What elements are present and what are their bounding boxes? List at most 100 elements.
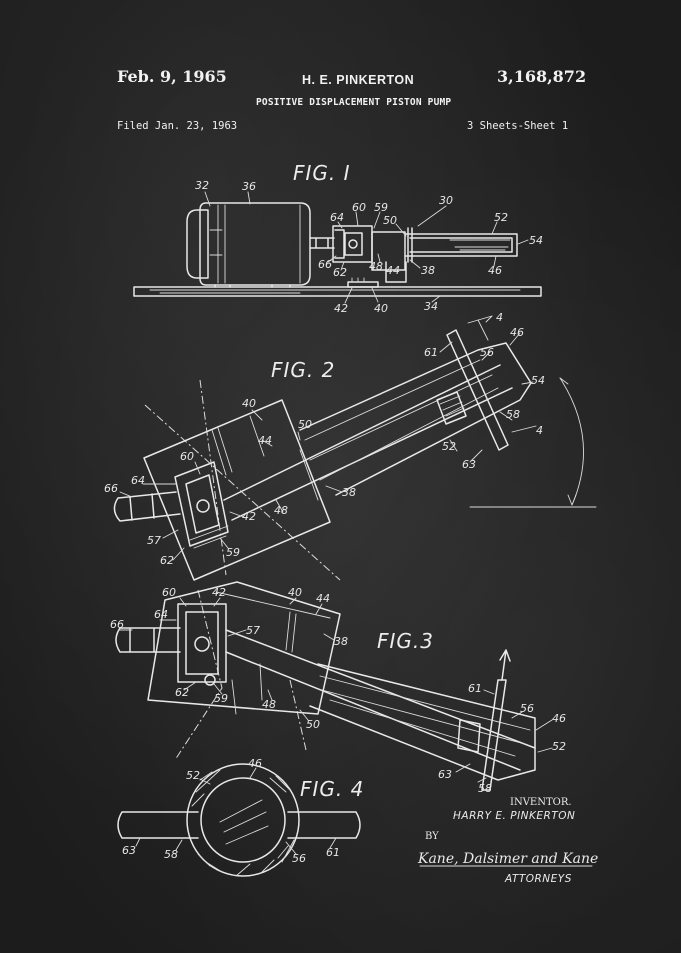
ref-52: 52 <box>442 440 456 453</box>
ref-54: 54 <box>531 374 545 387</box>
ref-38: 38 <box>342 486 356 499</box>
ref-42: 42 <box>212 586 226 599</box>
ref-60: 60 <box>180 450 194 463</box>
ref-61: 61 <box>468 682 482 695</box>
figure-3: FIG.3 60 42 40 44 64 66 57 38 62 59 <box>110 581 566 795</box>
ref-42: 42 <box>334 302 348 315</box>
figure-4-label: FIG. 4 <box>300 777 364 801</box>
ref-34: 34 <box>424 300 438 313</box>
figure-3-label: FIG.3 <box>377 629 434 653</box>
ref-46: 46 <box>552 712 566 725</box>
inventor-full-name: HARRY E. PINKERTON <box>453 810 575 822</box>
ref-42: 42 <box>242 510 256 523</box>
center-line <box>144 404 341 581</box>
ref-50: 50 <box>383 214 397 227</box>
ref-38: 38 <box>421 264 435 277</box>
ref-44: 44 <box>386 264 400 277</box>
figure-4: FIG. 4 52 46 63 58 56 61 <box>117 757 364 877</box>
cross-pin-3 <box>481 679 507 791</box>
ref-44: 44 <box>316 592 330 605</box>
ref-40: 40 <box>288 586 302 599</box>
ref-52: 52 <box>186 769 200 782</box>
ref-46: 46 <box>488 264 502 277</box>
cylinder <box>404 233 518 257</box>
ref-54: 54 <box>529 234 543 247</box>
housing <box>371 231 406 271</box>
cylinder-tube-3 <box>309 663 536 781</box>
ref-52: 52 <box>494 211 508 224</box>
ref-59: 59 <box>214 692 228 705</box>
ref-59: 59 <box>226 546 240 559</box>
figure-1-label: FIG. I <box>293 161 351 185</box>
cylinder-tube <box>299 342 532 496</box>
ref-40: 40 <box>242 397 256 410</box>
ref-61: 61 <box>326 846 340 859</box>
ref-62: 62 <box>175 686 189 699</box>
ref-50: 50 <box>298 418 312 431</box>
signature-block: INVENTOR. HARRY E. PINKERTON BY Kane, Da… <box>417 797 598 885</box>
ref-58: 58 <box>478 782 492 795</box>
motor-endcap <box>186 209 209 279</box>
ref-30: 30 <box>439 194 453 207</box>
ref-66: 66 <box>110 618 124 631</box>
ref-57: 57 <box>147 534 161 547</box>
sheet-count: 3 Sheets-Sheet 1 <box>467 120 569 132</box>
ref-56: 56 <box>520 702 534 715</box>
motor-body <box>199 202 311 286</box>
ref-64: 64 <box>154 608 168 621</box>
base-plate <box>133 286 542 297</box>
pump-housing <box>143 399 331 581</box>
tube-inner <box>200 777 286 863</box>
patent-number: 3,168,872 <box>497 67 587 86</box>
ref-4-bottom: 4 <box>536 424 543 437</box>
ref-56: 56 <box>480 346 494 359</box>
ref-48: 48 <box>369 260 383 273</box>
cylinder-body <box>223 364 513 521</box>
figure-1: FIG. I 32 36 64 60 59 50 30 <box>133 161 543 315</box>
ref-61: 61 <box>424 346 438 359</box>
ref-4-top: 4 <box>496 311 503 324</box>
ref-46: 46 <box>510 326 524 339</box>
tube-outer <box>186 763 300 877</box>
angle-arc <box>559 377 584 506</box>
figure-2-label: FIG. 2 <box>271 358 335 382</box>
attorneys-label: ATTORNEYS <box>504 873 572 885</box>
attorney-signature: Kane, Dalsimer and Kane <box>417 851 598 867</box>
crosshead-3 <box>177 603 227 683</box>
ref-46: 46 <box>248 757 262 770</box>
patent-date: Feb. 9, 1965 <box>117 67 227 86</box>
ref-66: 66 <box>104 482 118 495</box>
crosshead-block <box>332 225 373 263</box>
ref-52: 52 <box>552 740 566 753</box>
ref-60: 60 <box>162 586 176 599</box>
ref-40: 40 <box>374 302 388 315</box>
ref-62: 62 <box>160 554 174 567</box>
ref-58: 58 <box>506 408 520 421</box>
ref-64: 64 <box>131 474 145 487</box>
filed-date: Filed Jan. 23, 1963 <box>117 120 238 132</box>
inventor-header: H. E. PINKERTON <box>302 73 415 87</box>
ref-58: 58 <box>164 848 178 861</box>
patent-title: POSITIVE DISPLACEMENT PISTON PUMP <box>256 97 452 108</box>
ref-62: 62 <box>333 266 347 279</box>
inventor-label: INVENTOR. <box>510 797 572 808</box>
ref-60: 60 <box>352 201 366 214</box>
pump-housing-3 <box>147 581 341 715</box>
by-label: BY <box>425 831 439 842</box>
ref-63: 63 <box>438 768 452 781</box>
cross-pin <box>446 329 509 451</box>
ref-50: 50 <box>306 718 320 731</box>
ref-64: 64 <box>330 211 344 224</box>
ref-44: 44 <box>258 434 272 447</box>
ref-38: 38 <box>334 635 348 648</box>
pin-right <box>287 811 361 839</box>
ref-57: 57 <box>246 624 260 637</box>
ref-59: 59 <box>374 201 388 214</box>
ref-36: 36 <box>242 180 256 193</box>
crosshead <box>174 461 229 547</box>
ref-56: 56 <box>292 852 306 865</box>
ref-32: 32 <box>195 179 209 192</box>
ref-48: 48 <box>274 504 288 517</box>
